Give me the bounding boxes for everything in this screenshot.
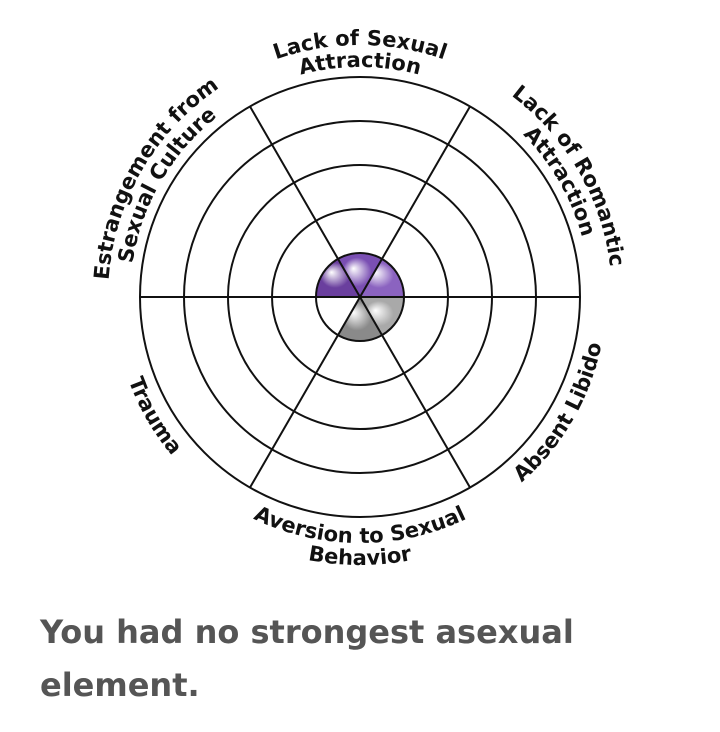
sector-divider-6 — [249, 105, 361, 298]
sector-1 — [338, 253, 382, 297]
result-message: You had no strongest asexual element. — [40, 613, 574, 704]
sector-divider-3 — [359, 296, 471, 489]
axis-label-4-line-1: Aversion to Sexual — [251, 501, 469, 548]
axis-label-5: Trauma — [124, 373, 187, 459]
sector-divider-4 — [249, 296, 361, 489]
sector-4 — [338, 297, 382, 341]
sector-divider-1 — [359, 105, 471, 298]
axis-label-5-line-1: Trauma — [124, 373, 187, 459]
axis-label-1-line-2: Attraction — [296, 48, 423, 80]
